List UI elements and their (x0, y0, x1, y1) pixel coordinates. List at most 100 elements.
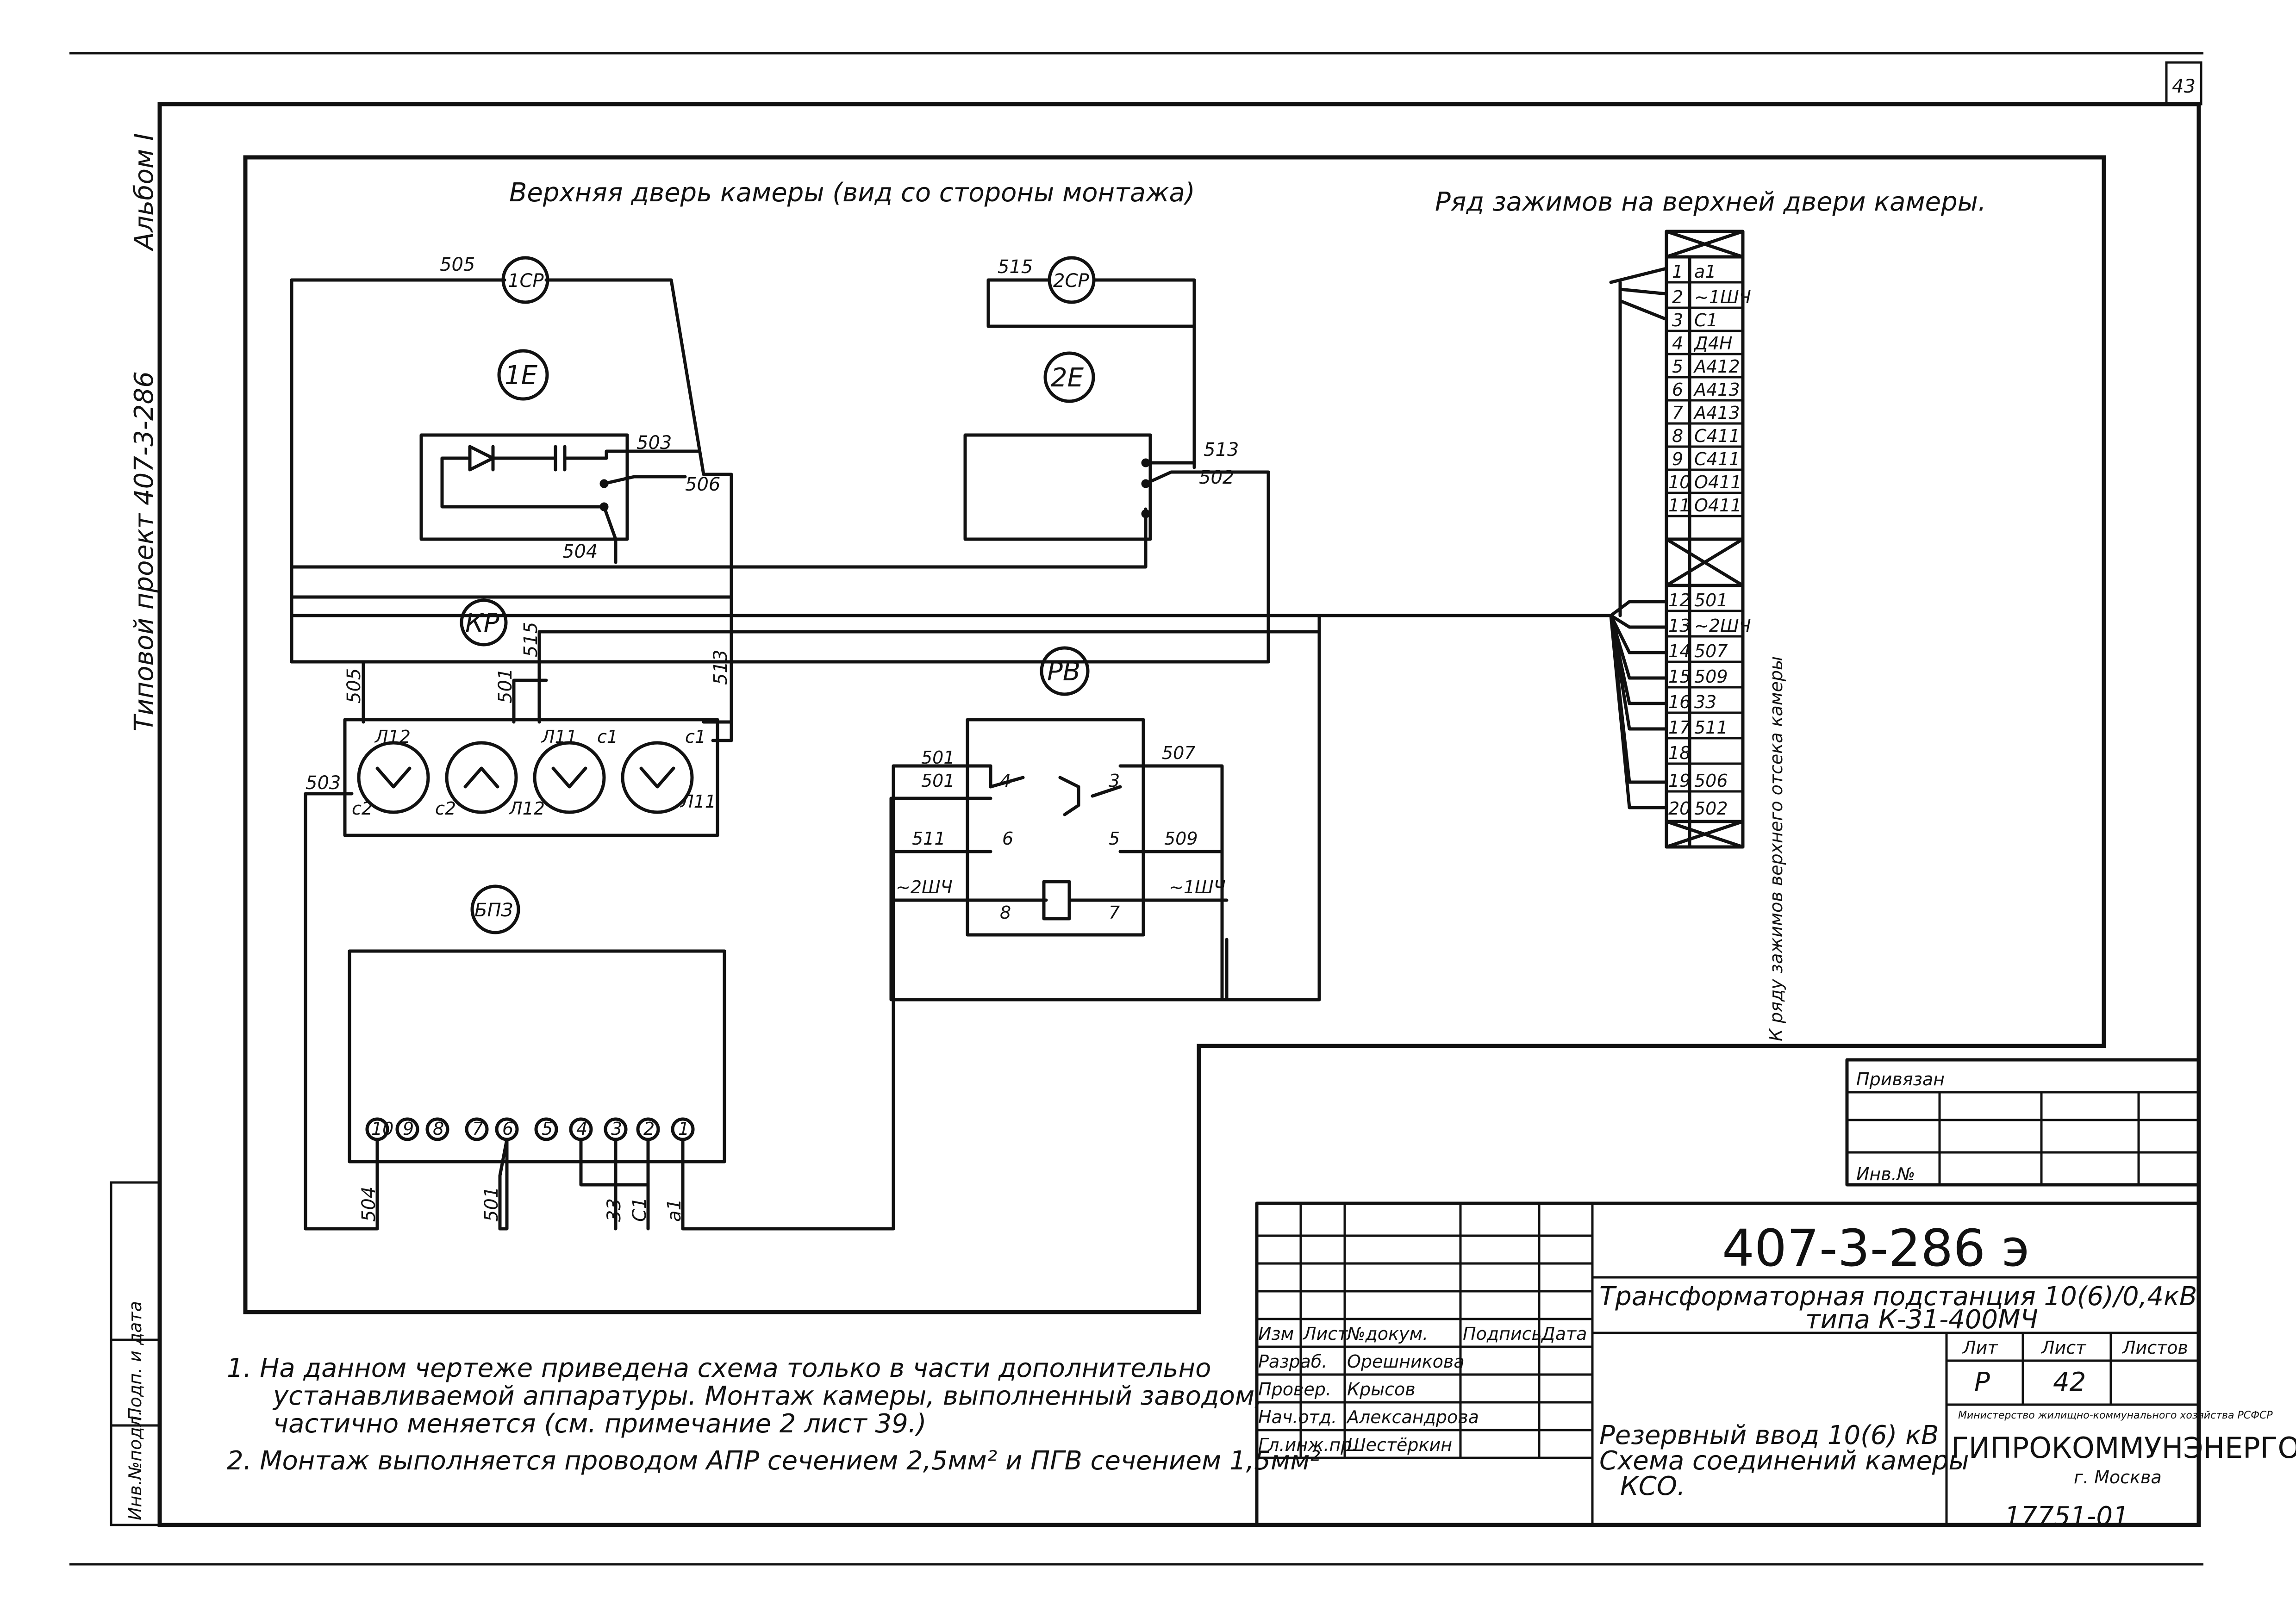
svg-text:Л12: Л12 (508, 798, 545, 819)
block-1e (419, 433, 629, 541)
svg-text:3: 3 (1109, 771, 1120, 791)
svg-text:505: 505 (440, 254, 475, 275)
svg-text:~2ШЧ: ~2ШЧ (1694, 616, 1751, 636)
kp-switch-3 (533, 741, 606, 814)
svg-text:42: 42 (2053, 1367, 2086, 1397)
svg-text:507: 507 (1694, 641, 1728, 661)
svg-text:3: 3 (1672, 310, 1683, 330)
svg-text:Л11: Л11 (541, 727, 577, 747)
svg-text:6: 6 (502, 1119, 513, 1139)
bpz-terminals: 10 9 8 7 6 5 4 3 2 1 (365, 1117, 695, 1141)
svg-text:Александрова: Александрова (1346, 1407, 1479, 1427)
svg-text:г. Москва: г. Москва (2074, 1467, 2162, 1487)
svg-text:15: 15 (1668, 666, 1691, 687)
note-1c: частично меняется (см. примечание 2 лист… (273, 1409, 926, 1439)
kp-switch-1 (357, 741, 430, 814)
svg-text:506: 506 (1694, 771, 1728, 791)
note-1b: устанавливаемой аппаратуры. Монтаж камер… (272, 1381, 1263, 1411)
svg-text:501: 501 (481, 1187, 502, 1222)
svg-text:Р: Р (1974, 1367, 1990, 1397)
svg-text:511: 511 (1694, 717, 1728, 738)
svg-text:18: 18 (1668, 743, 1691, 763)
kp-panel (343, 718, 719, 837)
svg-text:3: 3 (611, 1119, 622, 1139)
svg-text:7: 7 (1672, 403, 1683, 423)
note-2: 2. Монтаж выполняется проводом АПР сечен… (227, 1446, 1320, 1476)
svg-text:КСО.: КСО. (1620, 1471, 1685, 1501)
svg-text:7: 7 (1109, 902, 1120, 923)
svg-text:6: 6 (1672, 380, 1683, 400)
svg-text:С411: С411 (1694, 449, 1740, 469)
svg-text:10: 10 (1668, 472, 1691, 492)
svg-text:Дата: Дата (1541, 1324, 1587, 1344)
svg-text:501: 501 (1694, 590, 1728, 610)
indicator-1e (497, 349, 549, 401)
svg-text:13: 13 (1668, 616, 1691, 636)
svg-text:с2: с2 (352, 798, 373, 819)
svg-text:5: 5 (1109, 828, 1120, 849)
svg-text:А413: А413 (1693, 380, 1740, 400)
right-section-title: Ряд зажимов на верхней двери камеры. (1435, 187, 1986, 217)
svg-text:502: 502 (1199, 467, 1234, 488)
svg-text:2СР: 2СР (1053, 270, 1089, 292)
svg-text:Гл.инж.пр.: Гл.инж.пр. (1258, 1435, 1357, 1455)
svg-text:Схема соединений камеры: Схема соединений камеры (1599, 1446, 1969, 1476)
kp-switch-2 (445, 741, 518, 814)
relay-pb-block (966, 718, 1145, 937)
svg-text:2: 2 (1672, 287, 1683, 307)
svg-text:Провер.: Провер. (1258, 1379, 1331, 1400)
archive-number: 17751-01 (2004, 1501, 2129, 1531)
svg-text:~1ШЧ: ~1ШЧ (1694, 287, 1751, 307)
svg-text:513: 513 (710, 650, 731, 685)
svg-text:509: 509 (1164, 828, 1198, 849)
svg-text:6: 6 (1002, 828, 1013, 849)
svg-text:Разраб.: Разраб. (1258, 1351, 1327, 1372)
svg-text:Лист: Лист (2040, 1338, 2087, 1358)
svg-text:а1: а1 (1694, 261, 1716, 282)
svg-text:2: 2 (643, 1119, 655, 1139)
cabinet-outline (243, 155, 2106, 1314)
svg-text:Привязан: Привязан (1856, 1069, 1945, 1089)
side-cell-2: Подп. и дата (125, 1301, 145, 1421)
svg-text:16: 16 (1668, 692, 1691, 712)
svg-text:Лист: Лист (1302, 1324, 1348, 1344)
svg-text:504: 504 (358, 1187, 380, 1222)
svg-text:Министерство жилищно-коммуналь: Министерство жилищно-коммунального хозяй… (1958, 1410, 2273, 1421)
svg-text:515: 515 (520, 622, 542, 657)
doc-number: 407-3-286 э (1722, 1219, 2030, 1278)
svg-text:5: 5 (1672, 356, 1683, 377)
terminal-note-vertical: К ряду зажимов верхнего отсека камеры (1766, 656, 1786, 1041)
sheet-corner-number: 43 (2172, 76, 2196, 97)
svg-text:Л12: Л12 (374, 727, 411, 747)
svg-text:7: 7 (472, 1119, 483, 1139)
sheet-corner-box (2165, 61, 2202, 106)
svg-text:с1: с1 (685, 727, 706, 747)
project-side-label: Типовой проект 407-3-286 (129, 371, 159, 731)
svg-text:Нач.отд.: Нач.отд. (1258, 1407, 1337, 1427)
svg-text:33: 33 (1694, 692, 1716, 712)
svg-text:Изм: Изм (1258, 1324, 1294, 1344)
indicator-2e (1043, 351, 1095, 403)
svg-text:515: 515 (998, 256, 1033, 278)
svg-text:С411: С411 (1694, 426, 1740, 446)
title-block: Привязан Инв.№ 407-3-286 э Изм Лист №док… (1255, 1058, 2296, 1531)
svg-text:2Е: 2Е (1051, 363, 1084, 393)
svg-text:9: 9 (1672, 449, 1683, 469)
svg-text:4: 4 (1000, 771, 1011, 791)
album-label: Альбом I (129, 133, 159, 251)
svg-text:Шестёркин: Шестёркин (1347, 1435, 1452, 1455)
svg-text:17: 17 (1668, 717, 1691, 738)
svg-text:4: 4 (1672, 333, 1683, 354)
svg-text:Л11: Л11 (680, 791, 716, 812)
block-2e (963, 433, 1152, 541)
svg-text:501: 501 (921, 771, 955, 791)
svg-text:1: 1 (678, 1119, 689, 1139)
svg-text:Лит: Лит (1962, 1338, 1998, 1358)
svg-text:~2ШЧ: ~2ШЧ (896, 877, 953, 897)
svg-text:9: 9 (403, 1119, 414, 1139)
svg-text:1Е: 1Е (505, 361, 538, 391)
svg-text:8: 8 (433, 1119, 444, 1139)
svg-text:Орешникова: Орешникова (1347, 1351, 1465, 1372)
svg-text:С1: С1 (629, 1197, 650, 1222)
